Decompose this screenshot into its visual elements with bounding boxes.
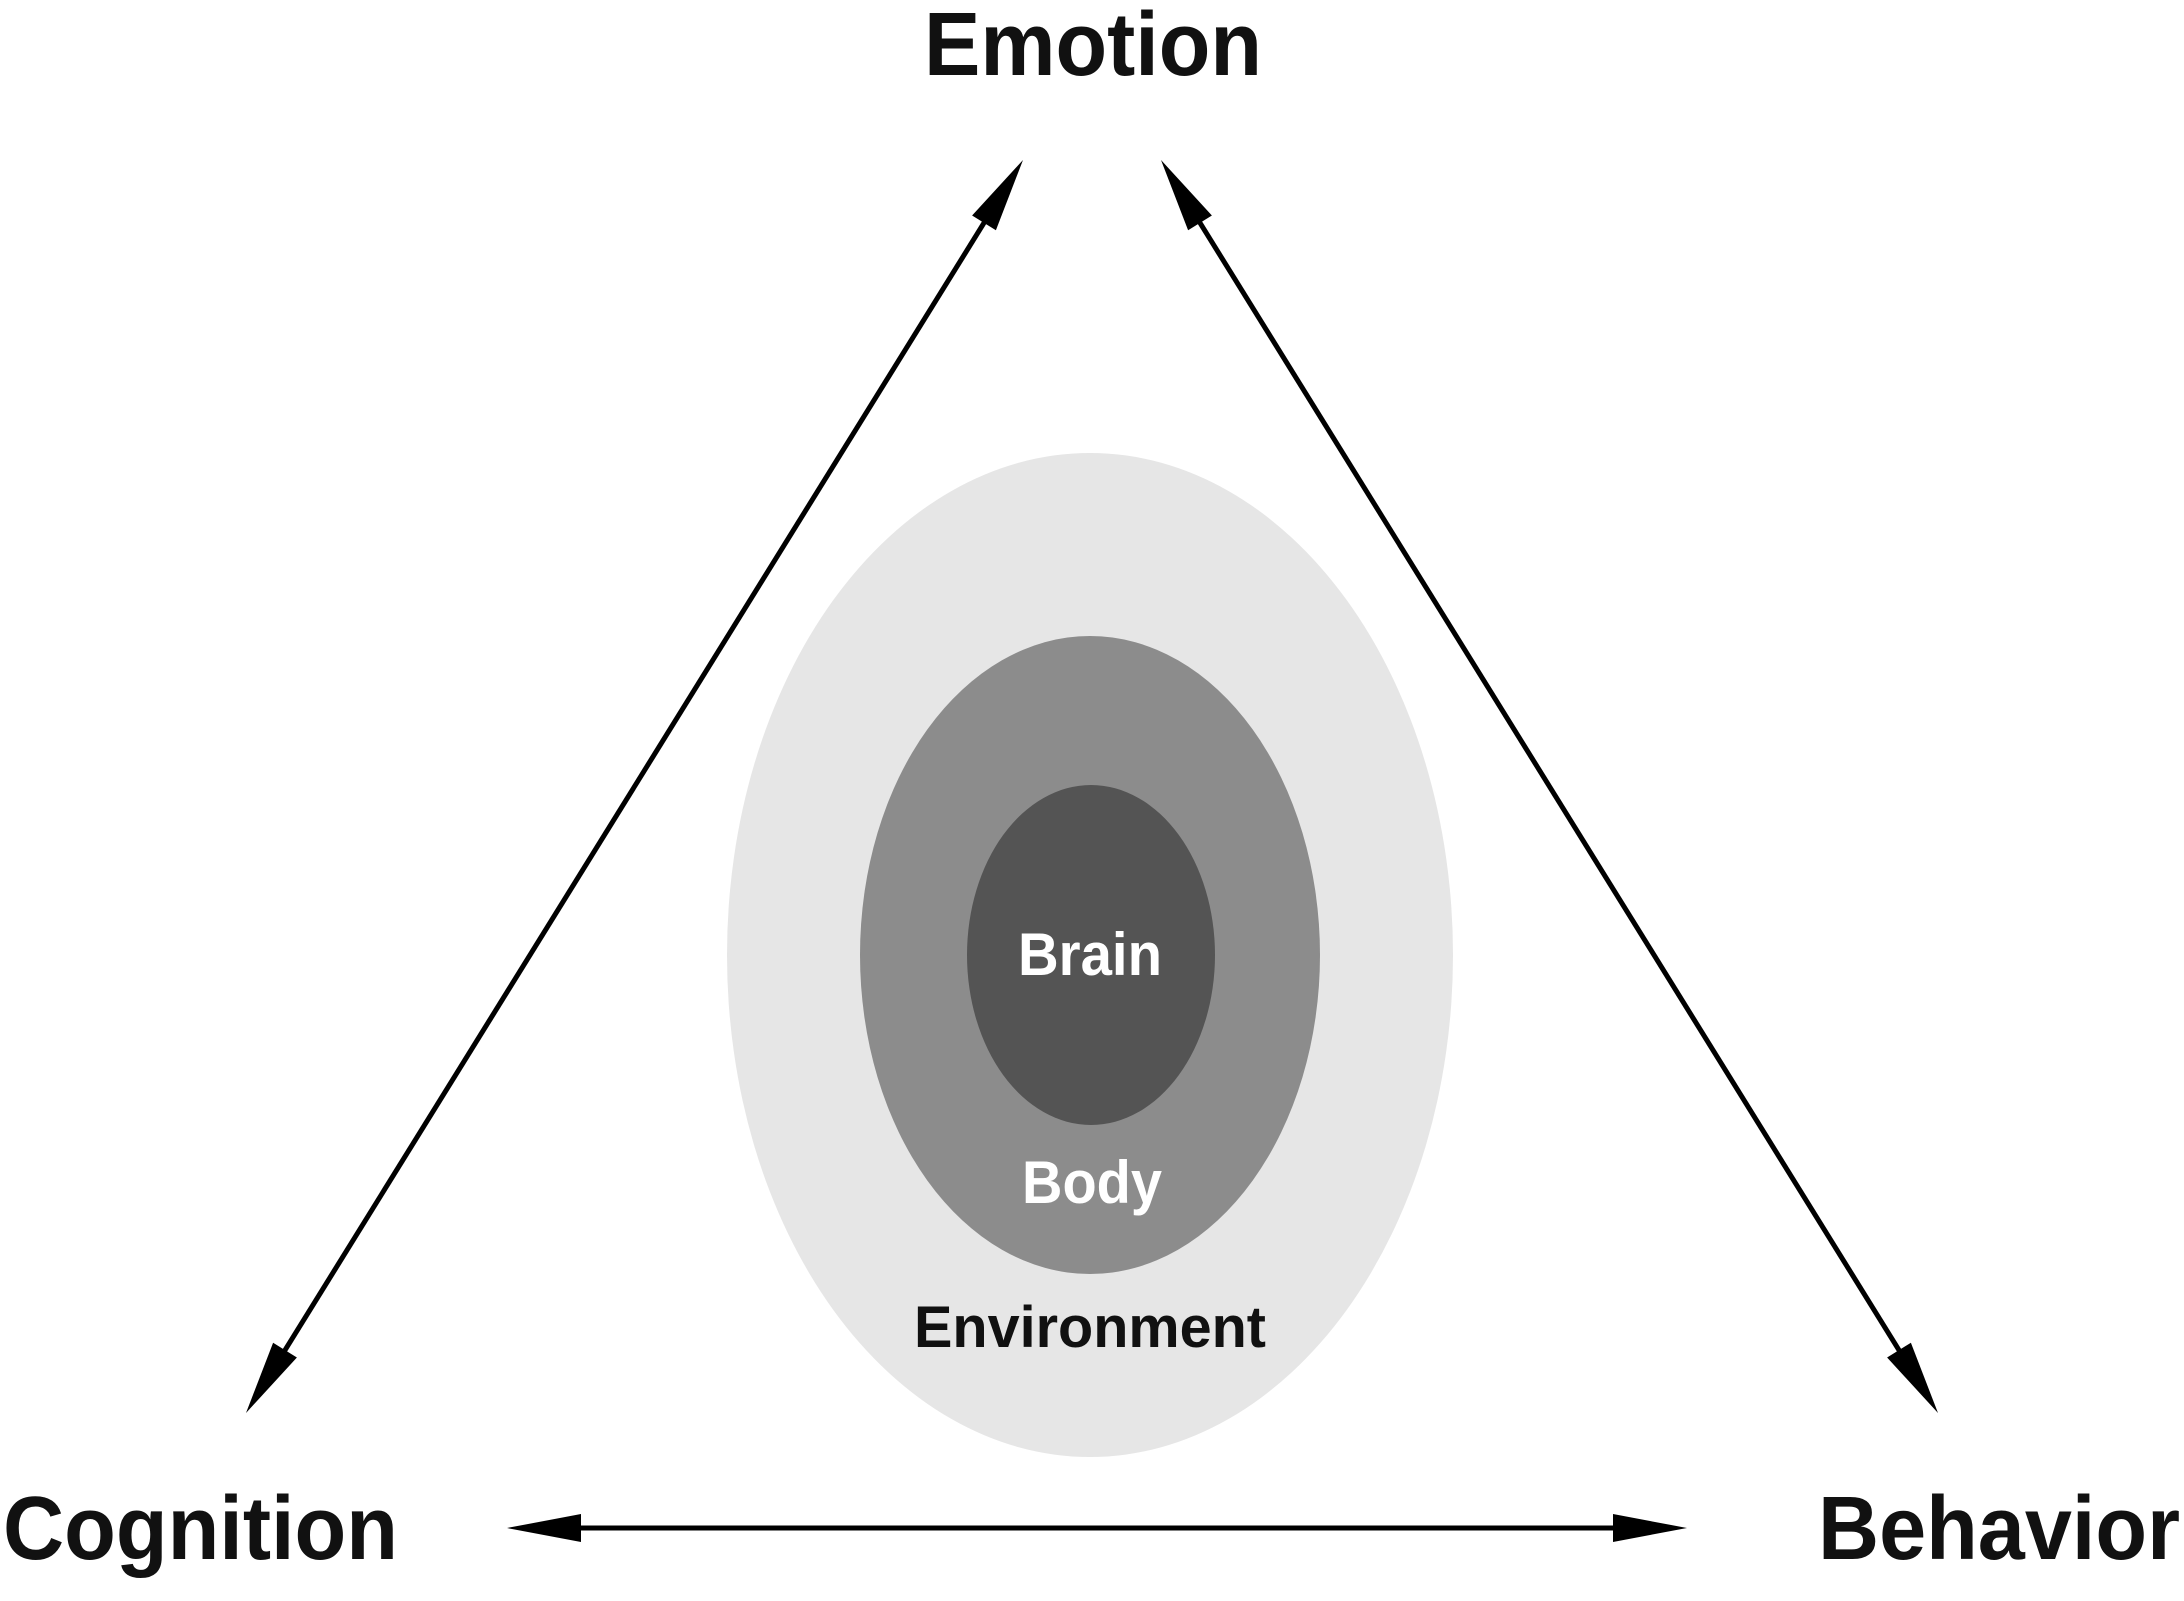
brain-label: Brain bbox=[1018, 921, 1162, 988]
arrowhead-emotion-behavior-end bbox=[1887, 1342, 1938, 1413]
behavior-label: Behavior bbox=[1818, 1479, 2180, 1579]
arrow-line-emotion-cognition bbox=[280, 218, 989, 1355]
arrow-line-emotion-behavior bbox=[1195, 218, 1904, 1355]
body-label: Body bbox=[1022, 1149, 1163, 1216]
cognition-label: Cognition bbox=[3, 1479, 398, 1579]
arrowhead-cognition-behavior-start bbox=[507, 1514, 581, 1542]
emotion-label: Emotion bbox=[924, 0, 1262, 95]
environment-label: Environment bbox=[914, 1295, 1266, 1360]
arrows-group bbox=[246, 160, 1938, 1542]
arrowhead-emotion-cognition-end bbox=[246, 1342, 297, 1413]
arrowhead-emotion-cognition-start bbox=[972, 160, 1023, 231]
brain-ellipse bbox=[967, 785, 1215, 1125]
arrowhead-cognition-behavior-end bbox=[1613, 1514, 1687, 1542]
arrowhead-emotion-behavior-start bbox=[1161, 160, 1212, 231]
